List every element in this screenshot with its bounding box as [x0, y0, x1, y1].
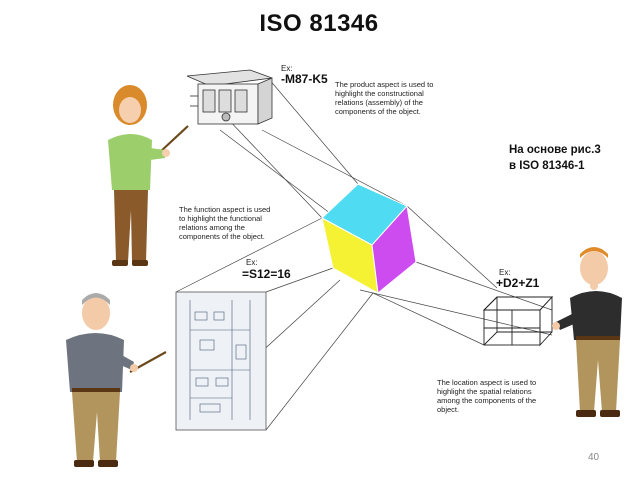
product-description: The product aspect is used to highlight … [335, 80, 434, 116]
function-schematic [175, 291, 267, 431]
cube-right-face [371, 204, 417, 294]
location-code: +D2+Z1 [496, 276, 540, 290]
function-description: The function aspect is used to highlight… [179, 205, 271, 241]
woman-character [108, 85, 189, 266]
location-description: The location aspect is used to highlight… [437, 378, 537, 414]
product-ex-label: Ex: [281, 64, 293, 73]
product-device-drawing [186, 69, 273, 125]
location-wireframe [482, 295, 554, 347]
location-ex-label: Ex: [499, 268, 511, 277]
function-ex-label: Ex: [246, 258, 258, 267]
product-code: -M87-K5 [281, 72, 328, 86]
old-man-character [66, 293, 167, 467]
thinking-man-character [552, 247, 622, 417]
page-title: ISO 81346 [259, 10, 379, 37]
source-note: На основе рис.3 в ISO 81346-1 [509, 144, 601, 172]
function-code: =S12=16 [242, 267, 291, 281]
page-number: 40 [588, 452, 600, 463]
aspect-cube [321, 183, 417, 294]
